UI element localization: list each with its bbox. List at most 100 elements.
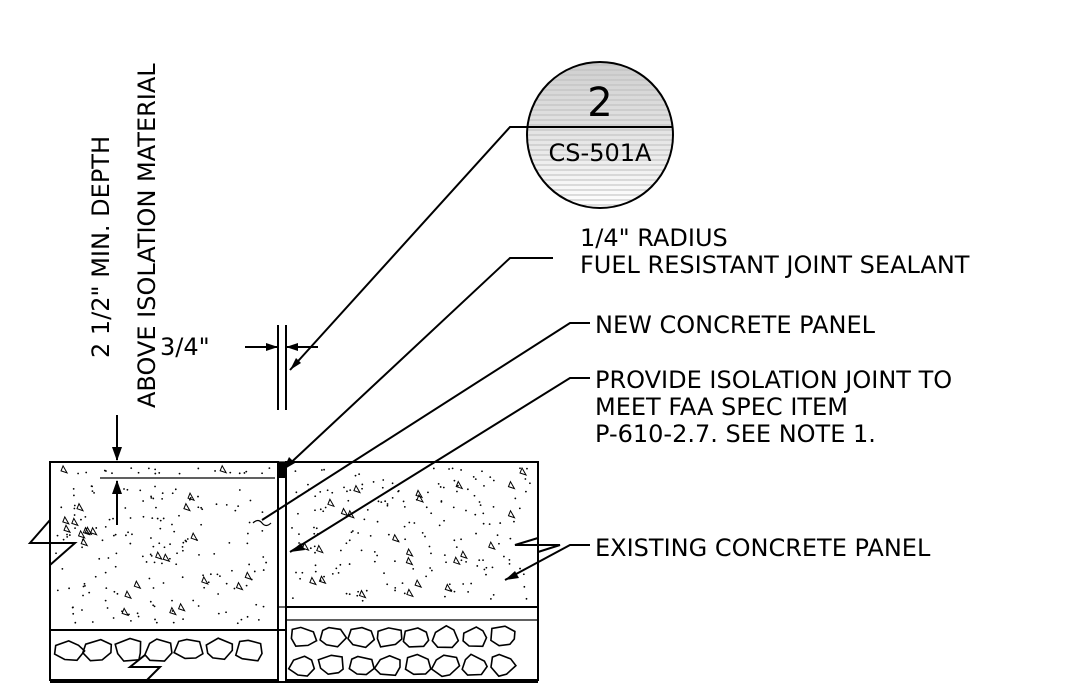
aggregate-dot (153, 605, 156, 608)
aggregate-dot (372, 481, 375, 483)
aggregate-triangle (89, 526, 98, 536)
aggregate-dot (207, 581, 210, 584)
aggregate-dot (238, 472, 241, 475)
aggregate-dot (348, 593, 351, 596)
aggregate-dot (295, 571, 297, 574)
aggregate-triangle (309, 576, 317, 586)
break-line-right (514, 537, 561, 553)
aggregate-dot (73, 494, 75, 497)
aggregate-dot (369, 534, 372, 537)
base-stone (290, 626, 318, 648)
aggregate-dot (294, 470, 297, 473)
aggregate-dot (171, 523, 173, 526)
aggregate-triangle (488, 540, 496, 550)
aggregate-dot (114, 533, 117, 536)
aggregate-triangle (453, 556, 461, 566)
aggregate-dot (508, 562, 511, 565)
aggregate-triangle (301, 541, 310, 552)
aggregate-dot (514, 497, 517, 500)
aggregate-dot (145, 561, 148, 563)
aggregate-triangle (405, 547, 414, 557)
aggregate-triangle (507, 480, 516, 490)
aggregate-dot (457, 484, 459, 487)
aggregate-dot (149, 553, 152, 556)
aggregate-dot (474, 513, 477, 516)
aggregate-dot (391, 482, 394, 485)
aggregate-dot (413, 522, 416, 524)
aggregate-dot (142, 500, 145, 502)
aggregate-dot (488, 523, 491, 526)
aggregate-triangle (71, 517, 79, 527)
aggregate-dot (130, 467, 133, 470)
aggregate-dot (246, 542, 249, 545)
aggregate-dot (217, 612, 220, 615)
aggregate-dot (425, 575, 428, 578)
aggregate-dot (291, 527, 293, 529)
aggregate-triangle (155, 551, 163, 561)
detail-number: 2 (587, 80, 612, 126)
aggregate-dot (403, 505, 406, 508)
aggregate-dot (403, 525, 406, 528)
leader-existing-panel-arrow (505, 571, 519, 580)
aggregate-dot (492, 505, 495, 508)
aggregate-dot (152, 587, 155, 589)
aggregate-dot (153, 561, 156, 564)
aggregate-dot (492, 593, 495, 596)
aggregate-dot (56, 534, 59, 537)
aggregate-dot (225, 582, 228, 585)
aggregate-dot (162, 582, 165, 584)
base-stone (490, 625, 516, 647)
aggregate-dot (526, 467, 528, 470)
callout-leaders (261, 126, 590, 581)
aggregate-dot (452, 506, 455, 509)
aggregate-triangle (169, 606, 177, 616)
aggregate-dot (66, 533, 68, 536)
aggregate-triangle (353, 484, 362, 494)
aggregate-dot (234, 509, 237, 512)
base-stone (373, 654, 401, 677)
aggregate-dot (159, 527, 162, 530)
aggregate-triangle (183, 502, 191, 512)
aggregate-dot (430, 512, 433, 515)
aggregate-dot (404, 538, 407, 541)
aggregate-triangle (187, 492, 196, 502)
aggregate-dot (82, 594, 84, 597)
aggregate-dot (348, 563, 351, 565)
aggregate-dot (339, 563, 342, 566)
base-stone (347, 626, 376, 649)
aggregate-dot (297, 512, 299, 515)
aggregate-dot (337, 571, 340, 574)
aggregate-dot (523, 585, 526, 588)
aggregate-dot (291, 597, 294, 600)
aggregate-dot (225, 611, 227, 614)
aggregate-dot (525, 597, 528, 600)
aggregate-dot (161, 562, 163, 565)
aggregate-dot (101, 539, 104, 542)
aggregate-dot (445, 561, 447, 564)
aggregate-dot (299, 577, 301, 580)
aggregate-dot (129, 542, 132, 545)
aggregate-dot (460, 559, 463, 562)
aggregate-triangle (406, 588, 414, 598)
aggregate-dot (524, 478, 527, 480)
aggregate-dot (172, 621, 175, 624)
aggregate-dot (161, 492, 164, 495)
aggregate-dot (219, 575, 221, 577)
aggregate-triangle (162, 553, 171, 563)
aggregate-triangle (190, 532, 199, 542)
aggregate-dot (326, 489, 329, 492)
aggregate-triangle (63, 524, 72, 534)
aggregate-dot (373, 560, 376, 563)
aggregate-dot (513, 520, 515, 523)
aggregate-dot (214, 470, 216, 472)
aggregate-dot (482, 559, 484, 562)
aggregate-dot (491, 566, 494, 569)
aggregate-dot (108, 518, 111, 521)
aggregate-dot (66, 536, 69, 538)
aggregate-dot (236, 622, 239, 625)
aggregate-triangle (414, 578, 423, 588)
aggregate-dot (158, 472, 161, 474)
aggregate-dot (106, 607, 109, 609)
aggregate-dot (225, 503, 228, 506)
aggregate-dot (376, 554, 379, 557)
